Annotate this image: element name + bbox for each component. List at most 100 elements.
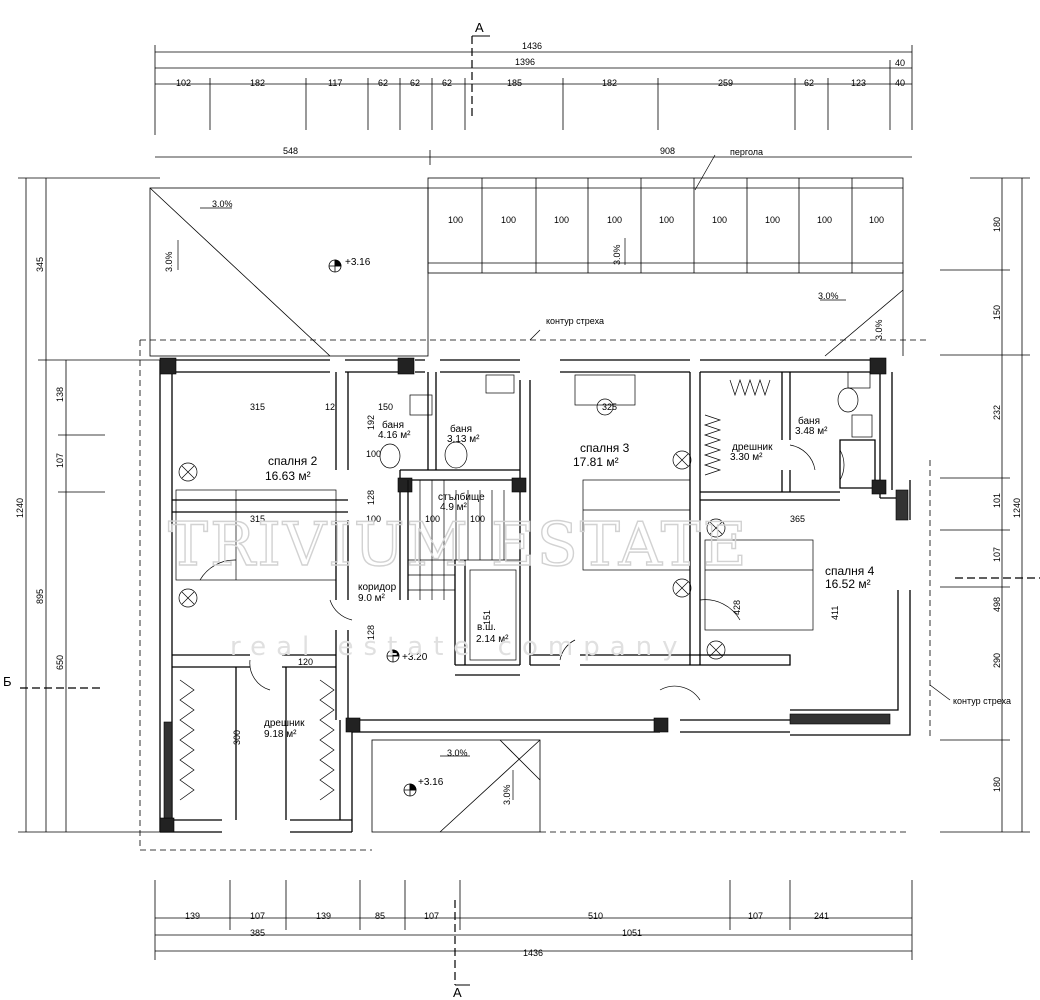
level-2: +3.20 [402,652,428,663]
dim-top-8: 182 [602,78,617,88]
pergola-cell-2: 100 [501,215,516,225]
dim-right-1: 180 [992,217,1002,232]
slope-2: 3.0% [164,251,174,272]
leaders [177,154,951,800]
interior-dim-14: 300 [232,730,242,745]
level-1: +3.16 [345,257,371,268]
room-utility-name: в.ш. [477,622,496,633]
interior-dim-11: 365 [790,514,805,524]
interior-dim-12: 428 [732,600,742,615]
pergola-label: пергола [730,147,763,157]
slope-6: 3.0% [447,748,468,758]
level-markers [328,259,417,797]
dim-right-9: 1240 [1012,498,1022,518]
room-bath-1-area: 4.16 м² [378,430,411,441]
watermark-subtitle: real estate company [230,632,688,662]
dim-right-3: 232 [992,405,1002,420]
watermark-title: TRIVIUM ESTATE [168,510,749,580]
section-mark-left: Б [3,674,12,689]
dim-top-6: 62 [442,78,452,88]
eave-outline [139,339,931,851]
pergola-cell-1: 100 [448,215,463,225]
dim-top-5: 62 [410,78,420,88]
interior-dim-16: 128 [366,490,376,505]
room-closet-1-name: дрешник [732,442,773,453]
room-bedroom-3-area: 17.81 м² [573,455,619,469]
room-bath-2-name: баня [450,423,472,435]
interior-dim-1: 315 [250,402,265,412]
room-staircase-name: стълбище [438,491,485,503]
interior-dim-7: 100 [366,514,381,524]
dim-top-overall: 1436 [522,41,542,51]
pergola-cell-9: 100 [869,215,884,225]
section-arrows [455,35,490,986]
interior-dim-18: 151 [482,610,492,625]
dim-bottom-6: 510 [588,911,603,921]
interior-dim-13: 411 [830,606,840,620]
columns [159,357,887,833]
interior-dim-4: 12 [325,402,335,412]
dimension-lines [18,45,1030,960]
room-closet-2-name: дрешник [264,718,305,729]
room-corridor-area: 9.0 м² [358,593,386,604]
walls [159,359,911,833]
pergola-cell-5: 100 [659,215,674,225]
room-closet-2-area: 9.18 м² [264,729,297,740]
slope-4: 3.0% [818,291,839,301]
dim-right-4: 101 [992,493,1002,508]
room-bedroom-2-area: 16.63 м² [265,469,311,483]
dim-top-7: 185 [507,78,522,88]
dim-bottom-5: 107 [424,911,439,921]
dim-top-2: 182 [250,78,265,88]
interior-dim-10: 325 [602,402,617,412]
room-bath-3-name: баня [798,415,820,427]
dim-left-5: 650 [55,655,65,670]
room-bedroom-2-name: спалня 2 [268,454,318,468]
dim-bottom-4: 85 [375,911,385,921]
dim-left-4: 895 [35,589,45,604]
dim-bottom-1: 139 [185,911,200,921]
dim-bottom-2: 107 [250,911,265,921]
dim-left-3: 107 [55,453,65,468]
dim-top-9: 259 [718,78,733,88]
interior-dim-2: 315 [250,514,265,524]
dim-bottom-7: 107 [748,911,763,921]
window-sills [163,489,909,819]
interior-dim-3: 150 [378,402,393,412]
dim-top-4: 62 [378,78,388,88]
dim-right-5: 107 [992,547,1002,562]
dim-top-right-2: 40 [895,78,905,88]
interior-dim-5: 192 [366,415,376,430]
dim-bottom-row2-2: 1051 [622,928,642,938]
section-lines [20,36,1040,985]
room-corridor-name: коридор [358,582,397,593]
dim-bottom-row2-1: 385 [250,928,265,938]
dim-top-3: 117 [328,78,342,88]
dim-top-right-1: 40 [895,58,905,68]
slope-3: 3.0% [612,244,622,265]
dim-right-7: 290 [992,653,1002,668]
dim-left-6: 1240 [15,498,25,518]
furniture [175,371,873,801]
room-bath-3-area: 3.48 м² [795,426,828,437]
pergola-cell-4: 100 [607,215,622,225]
room-bedroom-4-name: спалня 4 [825,564,875,578]
pergola-cell-7: 100 [765,215,780,225]
dim-right-2: 150 [992,305,1002,320]
dim-bottom-8: 241 [814,911,829,921]
dim-pergola-width: 908 [660,146,675,156]
room-bath-2-area: 3.13 м² [447,434,480,445]
slope-1: 3.0% [212,199,233,209]
interior-dim-9: 100 [470,514,485,524]
pergola-cell-3: 100 [554,215,569,225]
slope-7: 3.0% [502,784,512,805]
dim-left-2: 138 [55,387,65,402]
eave-label-1: контур стреха [546,316,604,326]
dim-terrace-width: 548 [283,146,298,156]
slope-5: 3.0% [874,319,884,340]
pergola-cell-8: 100 [817,215,832,225]
room-bedroom-4-area: 16.52 м² [825,577,871,591]
pergola-cell-6: 100 [712,215,727,225]
door-swings [199,444,845,701]
